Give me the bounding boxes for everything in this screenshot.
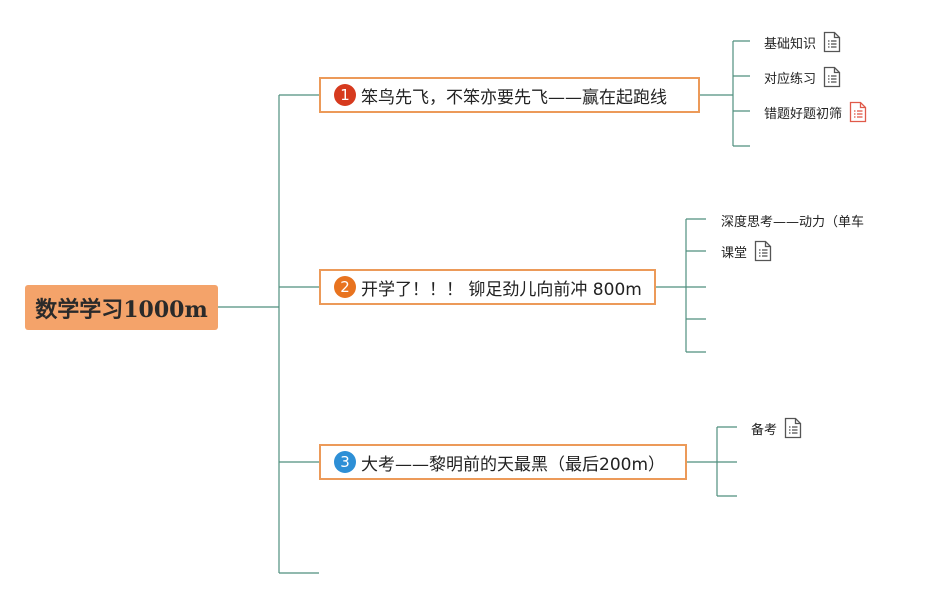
branch-2-topic[interactable]: 2 开学了！！！ 铆足劲儿向前冲 800m	[319, 269, 656, 305]
branch-3-topic[interactable]: 3 大考——黎明前的天最黑（最后200m）	[319, 444, 687, 480]
leaf-label: 深度思考——动力（单车	[721, 215, 865, 230]
branch-1-label: 笨鸟先飞，不笨亦要先飞——赢在起跑线	[361, 87, 667, 108]
number-badge-1: 1	[334, 84, 356, 106]
branch-1-topic[interactable]: 1 笨鸟先飞，不笨亦要先飞——赢在起跑线	[319, 77, 700, 113]
root-topic[interactable]: 数学学习1000m	[25, 285, 218, 330]
document-icon[interactable]	[754, 240, 772, 262]
leaf-topic[interactable]: 错题好题初筛	[764, 101, 867, 123]
document-icon[interactable]	[823, 66, 841, 88]
leaf-label: 课堂	[721, 245, 748, 261]
branch-2-label: 开学了！！！ 铆足劲儿向前冲 800m	[361, 279, 642, 300]
number-badge-2: 2	[334, 276, 356, 298]
branch-3-label: 大考——黎明前的天最黑（最后200m）	[361, 454, 666, 475]
document-icon[interactable]	[784, 417, 802, 439]
leaf-topic[interactable]: 基础知识	[764, 31, 841, 53]
leaf-topic[interactable]: 深度思考——动力（单车	[721, 211, 864, 230]
leaf-label: 基础知识	[764, 36, 817, 52]
leaf-topic[interactable]: 对应练习	[764, 66, 841, 88]
leaf-label: 错题好题初筛	[764, 106, 843, 122]
root-topic-label: 数学学习1000m	[35, 296, 208, 323]
leaf-label: 对应练习	[764, 71, 817, 87]
leaf-topic[interactable]: 备考	[751, 417, 802, 439]
leaf-topic[interactable]: 课堂	[721, 240, 772, 262]
document-icon[interactable]	[849, 101, 867, 123]
document-icon[interactable]	[823, 31, 841, 53]
leaf-label: 备考	[751, 422, 778, 438]
number-badge-3: 3	[334, 451, 356, 473]
